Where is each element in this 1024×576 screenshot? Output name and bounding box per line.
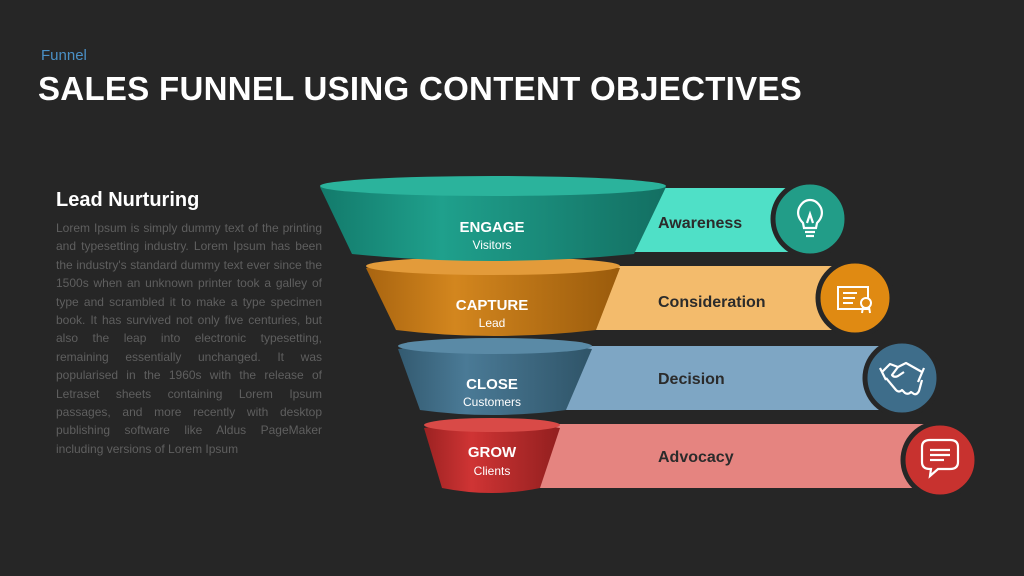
sidebar-body-text: Lorem Ipsum is simply dummy text of the … xyxy=(56,221,322,456)
stage-title-capture: CAPTURE xyxy=(456,297,529,314)
sidebar-heading: Lead Nurturing xyxy=(56,189,200,211)
funnel-rim-grow xyxy=(424,418,560,432)
funnel-rim-close xyxy=(398,338,592,354)
funnel-stage-engage: ENGAGE Visitors Awareness xyxy=(320,176,850,261)
stage-subtitle-capture: Lead xyxy=(479,316,506,330)
objective-band-consideration xyxy=(590,266,850,330)
stage-title-engage: ENGAGE xyxy=(459,219,524,236)
objective-label-decision: Decision xyxy=(658,371,725,388)
stage-subtitle-engage: Visitors xyxy=(472,238,511,252)
funnel-rim-engage xyxy=(320,176,666,196)
objective-label-consideration: Consideration xyxy=(658,294,766,311)
funnel-stage-capture: CAPTURE Lead Consideration xyxy=(366,257,895,338)
speech-bubble-icon xyxy=(920,438,960,479)
stage-icon-circle-engage xyxy=(770,179,850,259)
slide-title: SALES FUNNEL USING CONTENT OBJECTIVES xyxy=(38,70,803,107)
stage-subtitle-grow: Clients xyxy=(474,464,511,478)
funnel-segment-close xyxy=(398,342,592,415)
funnel-segment-grow xyxy=(424,422,560,493)
lightbulb-icon xyxy=(797,198,823,238)
funnel-segment-engage xyxy=(320,179,666,261)
objective-label-advocacy: Advocacy xyxy=(658,449,734,466)
stage-icon-circle-close xyxy=(862,338,942,418)
slide-kicker: Funnel xyxy=(41,47,87,64)
funnel-rim-capture xyxy=(366,257,620,275)
objective-band-decision xyxy=(560,346,900,410)
stage-title-close: CLOSE xyxy=(466,376,518,393)
objective-label-awareness: Awareness xyxy=(658,215,742,232)
certificate-icon xyxy=(837,286,872,314)
objective-band-advocacy xyxy=(530,424,930,488)
handshake-icon xyxy=(879,361,926,396)
funnel-stage-grow: GROW Clients Advocacy xyxy=(424,418,980,500)
stage-title-grow: GROW xyxy=(468,444,517,461)
funnel-segment-capture xyxy=(366,261,620,336)
funnel-stage-close: CLOSE Customers Decision xyxy=(398,338,942,418)
stage-subtitle-close: Customers xyxy=(463,395,521,409)
